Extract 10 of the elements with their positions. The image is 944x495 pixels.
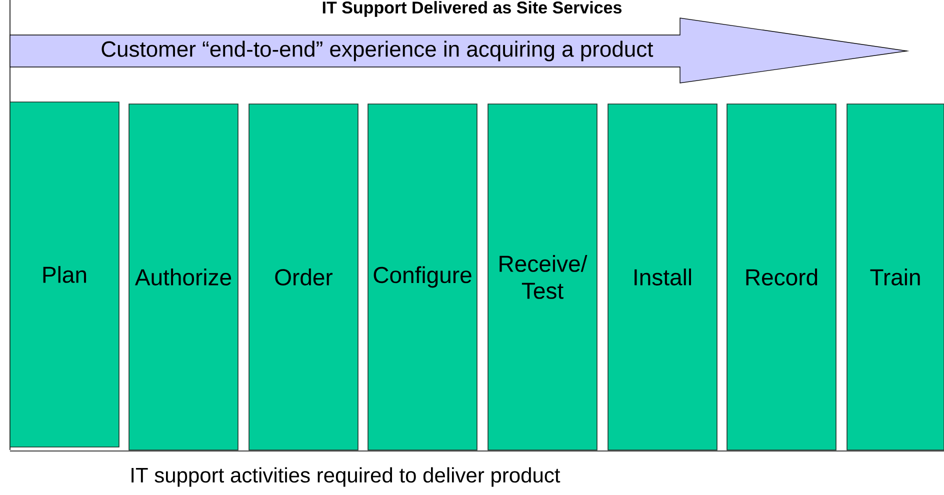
process-box: Install — [608, 104, 718, 450]
process-box: Order — [248, 104, 358, 450]
process-box: Receive/ Test — [488, 104, 598, 450]
process-box: Authorize — [128, 104, 238, 450]
process-box: Train — [846, 104, 944, 450]
process-box: Plan — [10, 102, 120, 448]
title: IT Support Delivered as Site Services — [322, 1, 622, 17]
caption: IT support activities required to deliver product — [132, 467, 560, 487]
process-box: Record — [726, 104, 836, 450]
process-box: Configure — [368, 104, 478, 450]
